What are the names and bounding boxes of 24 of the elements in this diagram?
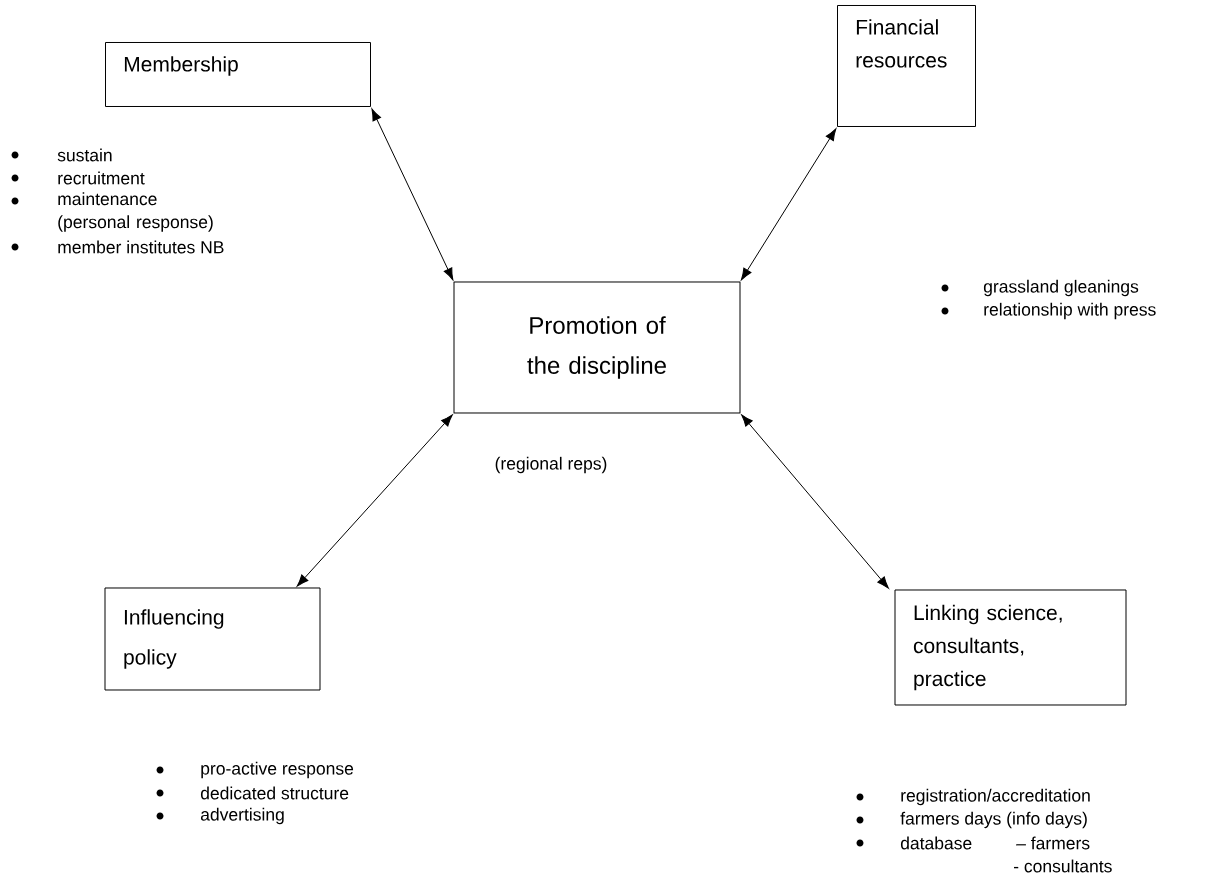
list-item: database [900, 836, 972, 850]
list-item: member institutes NB [58, 240, 224, 254]
list-item: relationship with press [984, 302, 1156, 320]
box: Influencing policy [104, 587, 321, 691]
arrow [741, 414, 889, 589]
list-item: pro-active response [201, 761, 354, 779]
arrow [296, 414, 453, 587]
list-item: maintenance (personal response) [58, 192, 213, 232]
node-label: (regional reps) [495, 456, 607, 474]
arrow [371, 108, 454, 281]
box: Promotion of the discipline [453, 281, 741, 414]
list-item: – farmers [1016, 836, 1090, 850]
box: Linking science, consultants, practice [894, 589, 1127, 706]
list-item: farmers days (info days) [900, 811, 1087, 829]
list-item: advertising [200, 807, 284, 825]
list-item: - consultants [1014, 859, 1112, 873]
list-item: sustain [57, 148, 112, 162]
box: Membership [105, 42, 371, 107]
box: Financial resources [837, 5, 976, 127]
list-item: grassland gleanings [983, 279, 1139, 297]
list-item: dedicated structure [200, 786, 349, 800]
list-item: recruitment [58, 171, 145, 185]
arrow [740, 128, 837, 281]
list-item: registration/accreditation [901, 788, 1090, 806]
